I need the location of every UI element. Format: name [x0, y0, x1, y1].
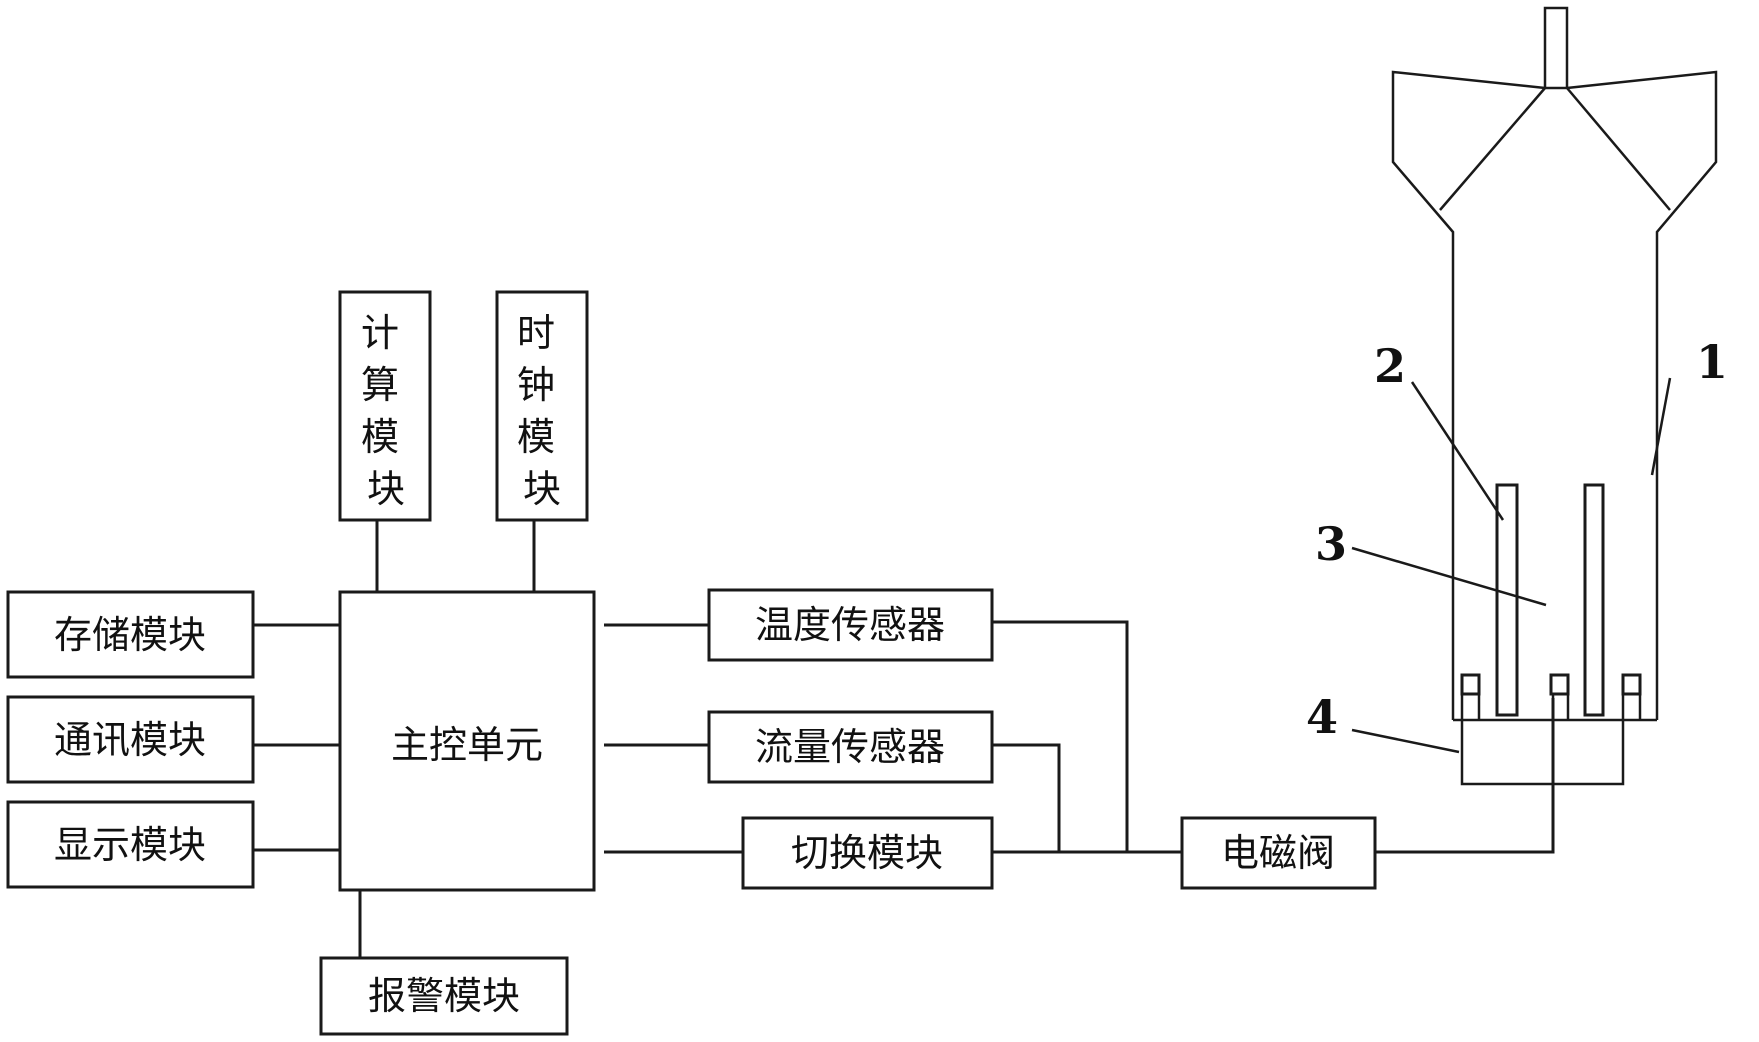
clock-char-4: 块	[523, 467, 561, 511]
compute-module: 计 算 模 块	[338, 290, 432, 522]
compute-char-4: 块	[367, 467, 405, 511]
switch-module: 切换模块	[741, 816, 994, 890]
callout-1: 1	[1696, 335, 1728, 389]
temp-sensor-label: 温度传感器	[755, 603, 945, 647]
compute-char-3: 模	[361, 415, 399, 459]
alarm-label: 报警模块	[368, 974, 520, 1018]
comm-module: 通讯模块	[6, 695, 255, 784]
svg-text:计 算 模 块: 计 算 模 块	[361, 311, 411, 511]
base-unit	[1460, 673, 1642, 852]
reactor-vessel	[1391, 6, 1718, 722]
display-label: 显示模块	[54, 823, 206, 867]
storage-module: 存储模块	[6, 590, 255, 679]
clock-module: 时 钟 模 块	[495, 290, 589, 522]
main-control-label: 主控单元	[391, 723, 543, 767]
compute-char-1: 计	[361, 311, 399, 355]
solenoid-valve: 电磁阀	[1180, 816, 1377, 890]
callout-3: 3	[1315, 517, 1347, 571]
display-module: 显示模块	[6, 800, 255, 889]
flow-sensor: 流量传感器	[707, 710, 994, 784]
flow-sensor-label: 流量传感器	[755, 725, 945, 769]
clock-char-3: 模	[517, 415, 555, 459]
electrode-left	[1495, 483, 1519, 717]
clock-char-2: 钟	[517, 363, 555, 407]
valve-label: 电磁阀	[1221, 831, 1335, 875]
comm-label: 通讯模块	[54, 718, 206, 762]
main-control-unit: 主控单元	[338, 590, 596, 892]
clock-char-1: 时	[517, 311, 555, 355]
temperature-sensor: 温度传感器	[707, 588, 994, 662]
alarm-module: 报警模块	[319, 956, 569, 1036]
compute-char-2: 算	[361, 363, 399, 407]
switch-label: 切换模块	[791, 831, 943, 875]
callout-4: 4	[1306, 690, 1338, 744]
storage-label: 存储模块	[54, 613, 206, 657]
callouts: 1 2 3 4	[1306, 335, 1728, 754]
callout-2: 2	[1374, 339, 1406, 393]
svg-text:时 钟 模 块: 时 钟 模 块	[517, 311, 567, 511]
electrode-right	[1583, 483, 1605, 717]
